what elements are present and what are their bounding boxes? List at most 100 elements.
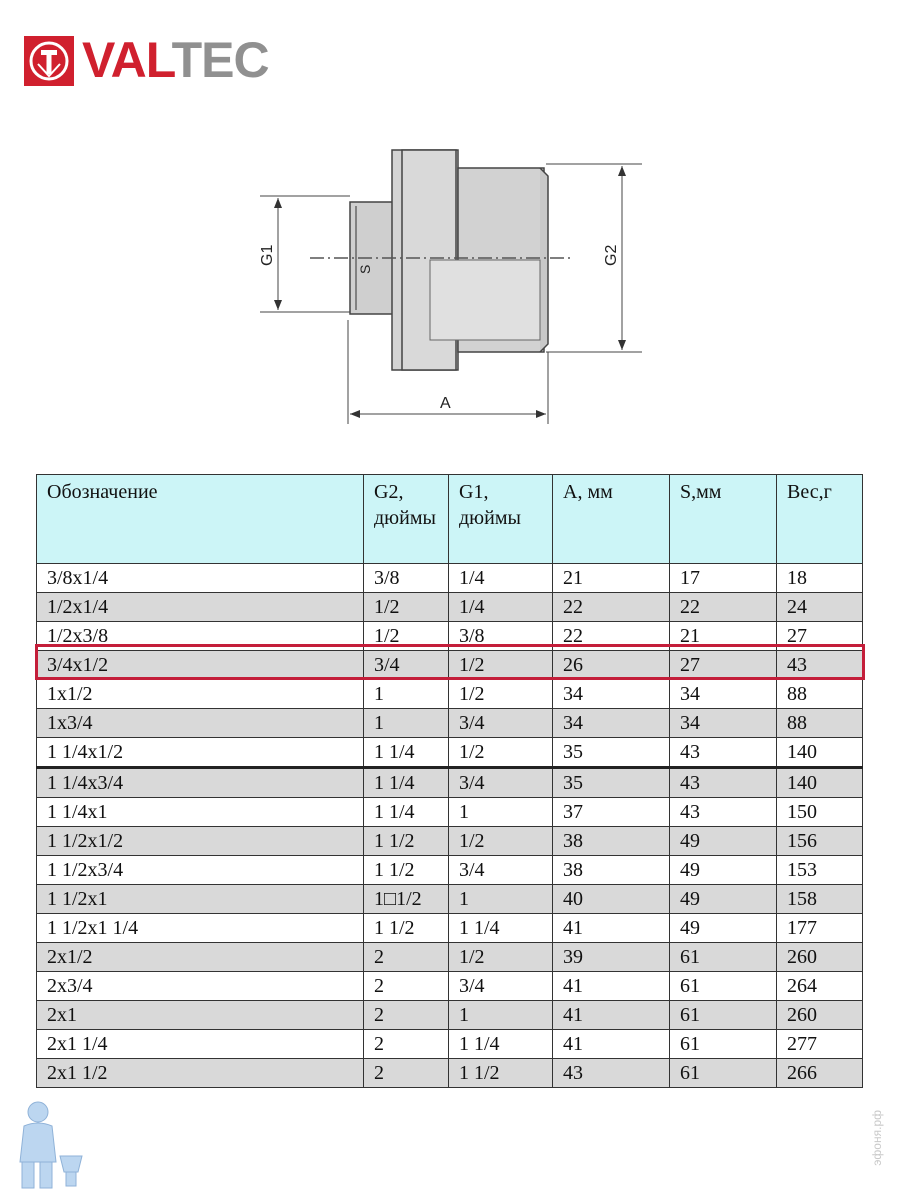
cell-a: 35	[552, 737, 670, 768]
cell-g2: 1 1/2	[363, 855, 449, 885]
cell-a: 22	[552, 592, 670, 622]
cell-designation: 1/2x1/4	[36, 592, 364, 622]
cell-g2: 2	[363, 942, 449, 972]
cell-s: 49	[669, 913, 777, 943]
cell-designation: 1x3/4	[36, 708, 364, 738]
cell-designation: 2x1/2	[36, 942, 364, 972]
cell-g2: 2	[363, 971, 449, 1001]
cell-s: 43	[669, 737, 777, 768]
cell-a: 41	[552, 971, 670, 1001]
cell-weight: 264	[776, 971, 863, 1001]
cell-g2: 1□1/2	[363, 884, 449, 914]
cell-g2: 1/2	[363, 592, 449, 622]
plumber-mascot-icon	[19, 1101, 83, 1189]
cell-weight: 88	[776, 679, 863, 709]
cell-g1: 3/4	[448, 708, 553, 738]
cell-g1: 3/4	[448, 971, 553, 1001]
cell-s: 34	[669, 708, 777, 738]
cell-s: 22	[669, 592, 777, 622]
cell-g2: 3/4	[363, 650, 449, 680]
dim-label-a: A	[440, 395, 451, 412]
cell-designation: 2x3/4	[36, 971, 364, 1001]
cell-g2: 2	[363, 1029, 449, 1059]
dim-label-s: S	[357, 265, 373, 274]
cell-s: 49	[669, 884, 777, 914]
cell-weight: 150	[776, 797, 863, 827]
cell-a: 26	[552, 650, 670, 680]
fitting-drawing: G1 G2 S A	[259, 149, 642, 424]
cell-weight: 153	[776, 855, 863, 885]
cell-s: 17	[669, 563, 777, 593]
cell-g1: 3/4	[448, 855, 553, 885]
cell-designation: 1 1/2x3/4	[36, 855, 364, 885]
cell-weight: 88	[776, 708, 863, 738]
cell-g2: 1	[363, 708, 449, 738]
cell-designation: 1 1/4x3/4	[36, 766, 364, 798]
cell-s: 49	[669, 855, 777, 885]
cell-designation: 3/4x1/2	[36, 650, 364, 680]
cell-g1: 1/2	[448, 942, 553, 972]
brand-wordmark: VALTEC	[82, 32, 270, 88]
cell-g1: 1/2	[448, 650, 553, 680]
watermark: эфоня.рф	[870, 1110, 884, 1166]
cell-g2: 1 1/4	[363, 797, 449, 827]
cell-a: 38	[552, 826, 670, 856]
brand-wordmark-val: VAL	[82, 32, 173, 88]
cell-a: 37	[552, 797, 670, 827]
cell-weight: 43	[776, 650, 863, 680]
cell-s: 21	[669, 621, 777, 651]
cell-g1: 3/4	[448, 766, 553, 798]
cell-weight: 156	[776, 826, 863, 856]
cell-g2: 1/2	[363, 621, 449, 651]
cell-g1: 1/4	[448, 592, 553, 622]
cell-weight: 140	[776, 766, 863, 798]
cell-weight: 260	[776, 942, 863, 972]
cell-g1: 1	[448, 884, 553, 914]
cell-s: 34	[669, 679, 777, 709]
cell-designation: 3/8x1/4	[36, 563, 364, 593]
cell-g2: 1 1/2	[363, 913, 449, 943]
cell-weight: 24	[776, 592, 863, 622]
cell-g1: 1 1/2	[448, 1058, 553, 1088]
cell-g1: 1 1/4	[448, 1029, 553, 1059]
cell-designation: 1 1/2x1	[36, 884, 364, 914]
cell-g2: 2	[363, 1000, 449, 1030]
brand-wordmark-tec: TEC	[171, 32, 270, 88]
cell-designation: 1 1/4x1	[36, 797, 364, 827]
cell-s: 61	[669, 1000, 777, 1030]
cell-a: 39	[552, 942, 670, 972]
col-header-s: S,мм	[669, 474, 777, 564]
cell-g1: 1/2	[448, 826, 553, 856]
cell-g2: 3/8	[363, 563, 449, 593]
cell-g2: 1 1/4	[363, 737, 449, 768]
cell-a: 41	[552, 913, 670, 943]
cell-weight: 140	[776, 737, 863, 768]
col-header-weight: Вес,г	[776, 474, 863, 564]
cell-designation: 1 1/2x1 1/4	[36, 913, 364, 943]
cell-designation: 1 1/2x1/2	[36, 826, 364, 856]
cell-a: 21	[552, 563, 670, 593]
cell-a: 41	[552, 1000, 670, 1030]
cell-designation: 1x1/2	[36, 679, 364, 709]
cell-weight: 158	[776, 884, 863, 914]
cell-designation: 2x1	[36, 1000, 364, 1030]
cell-designation: 1 1/4x1/2	[36, 737, 364, 768]
cell-weight: 260	[776, 1000, 863, 1030]
